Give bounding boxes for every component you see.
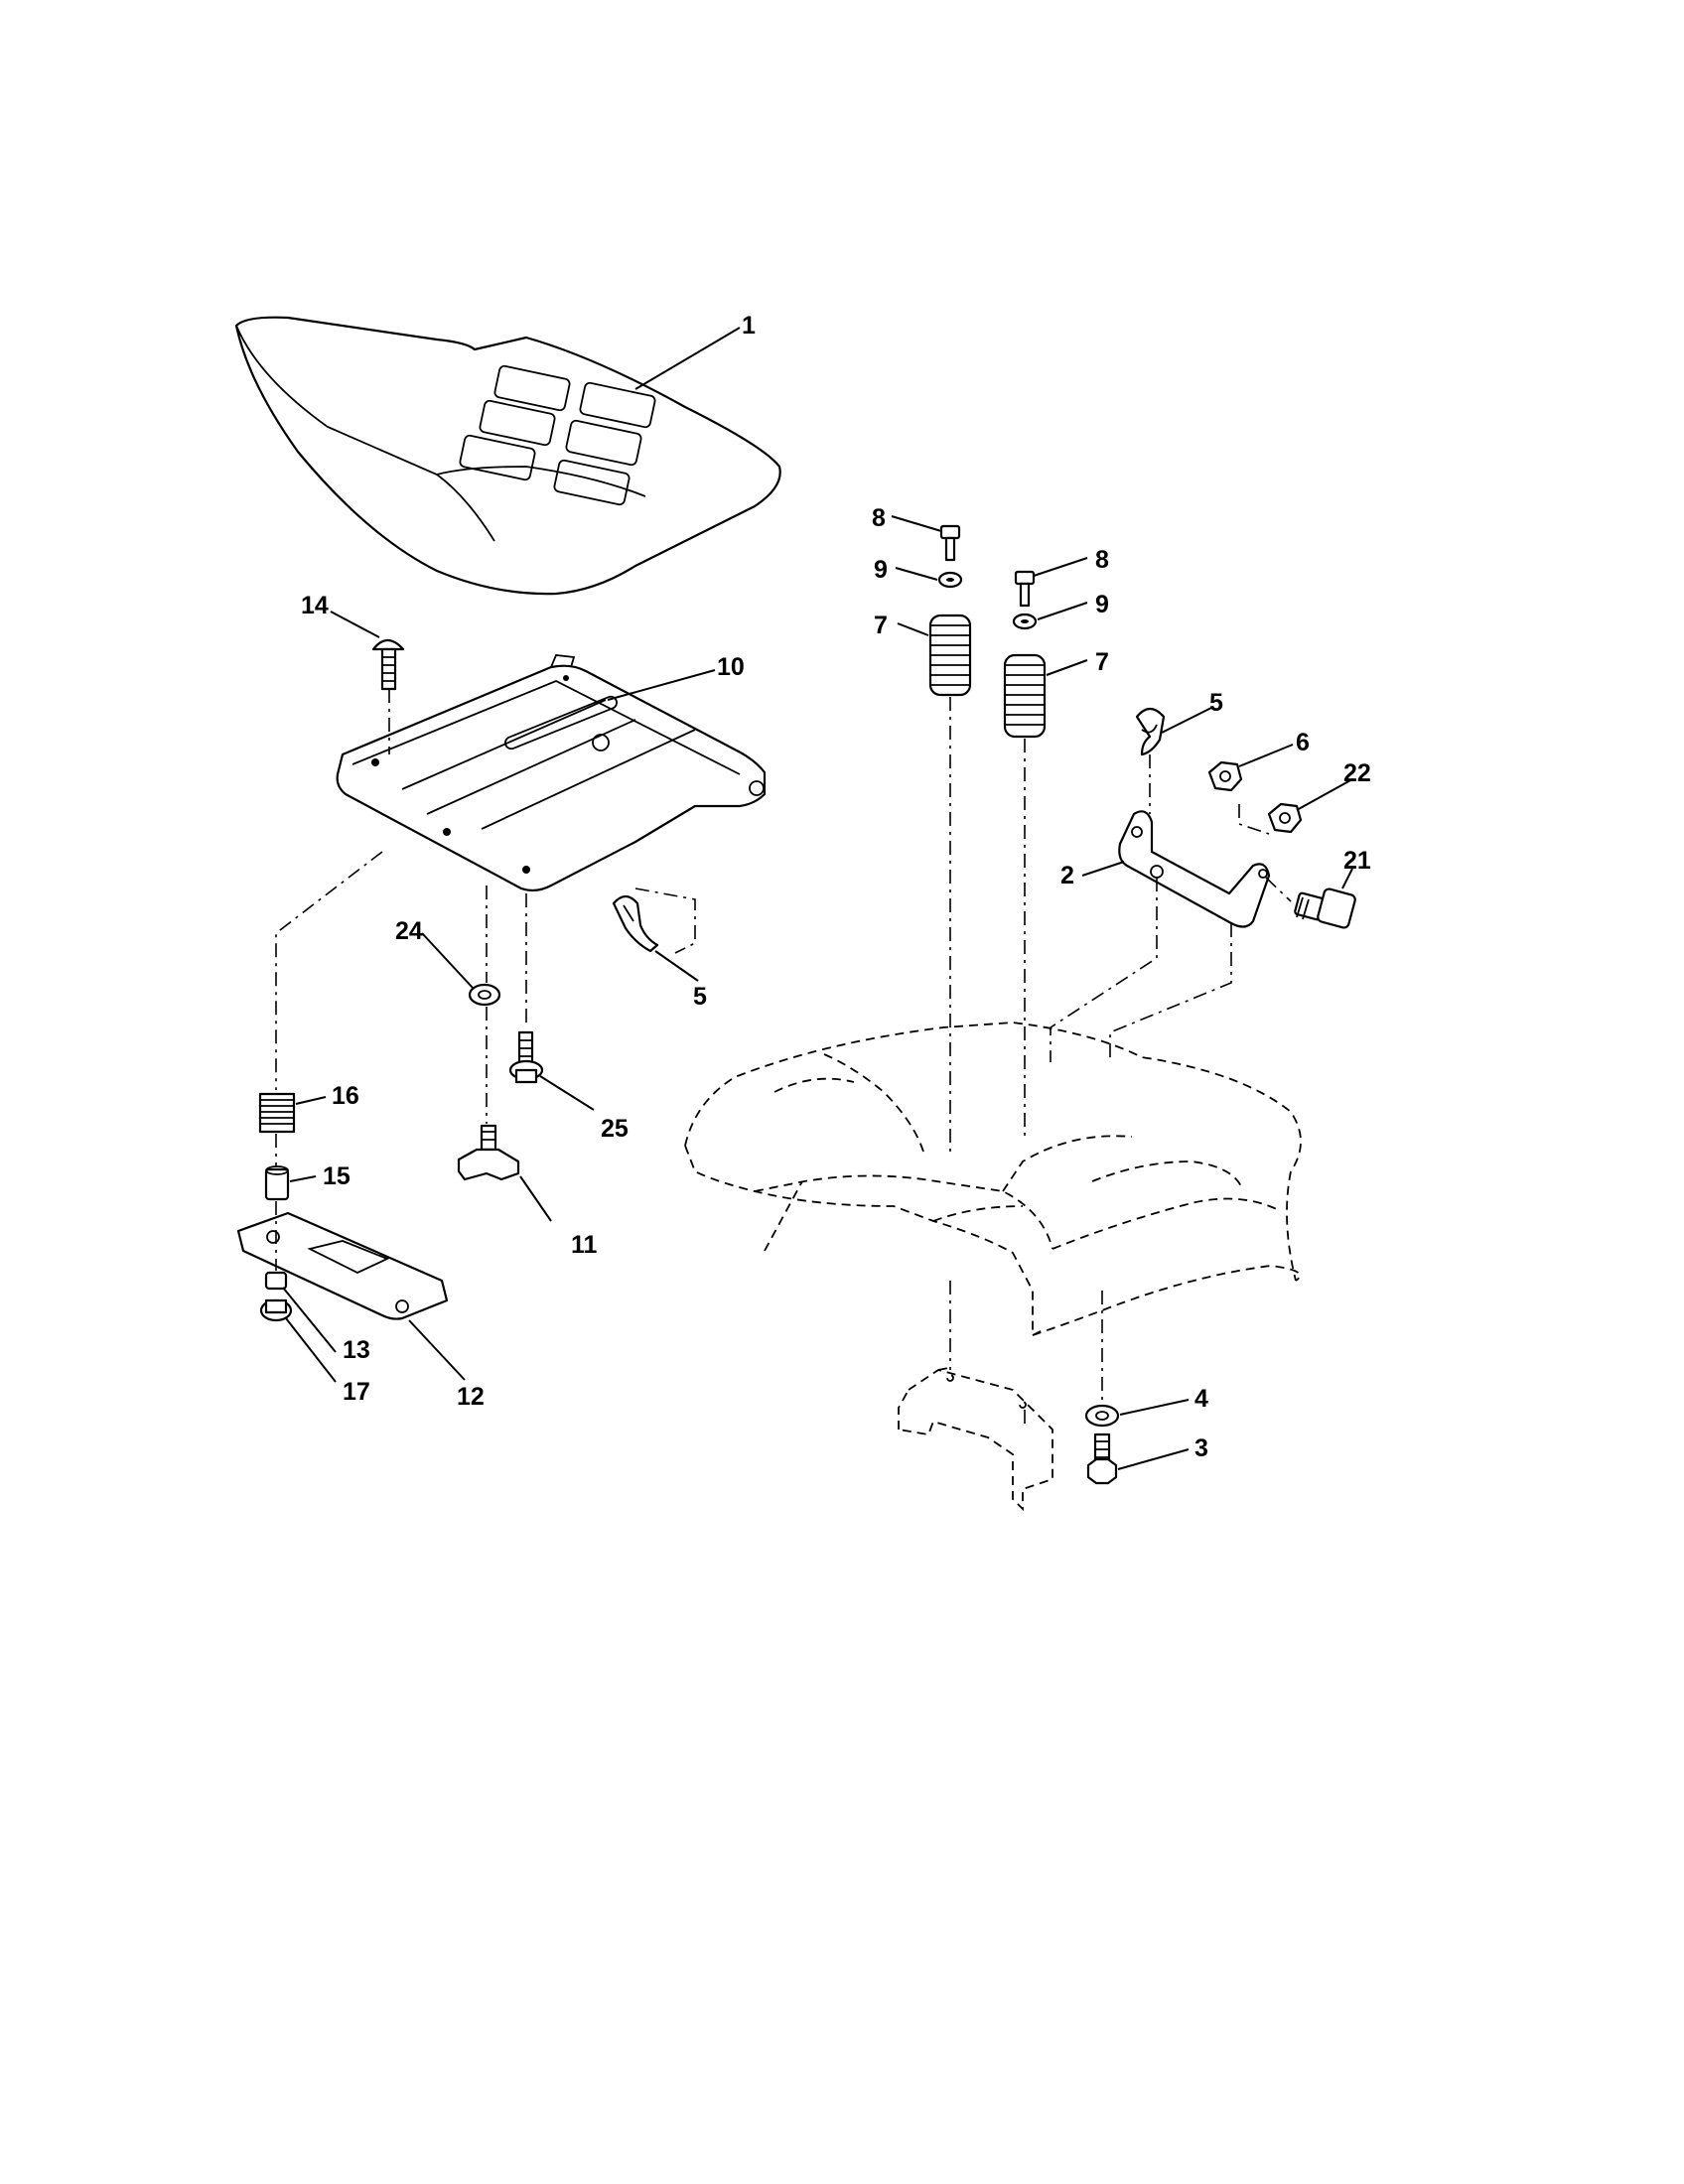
carriage-bolt bbox=[371, 638, 405, 691]
washer-9-right bbox=[1012, 613, 1038, 630]
adjuster-bracket bbox=[236, 1211, 449, 1320]
callout-22: 22 bbox=[1343, 759, 1371, 787]
callout-16: 16 bbox=[332, 1082, 359, 1110]
right-assembly-centerlines bbox=[949, 697, 1292, 1430]
seat-pan bbox=[336, 654, 767, 892]
callout-1: 1 bbox=[742, 312, 756, 340]
washer bbox=[468, 983, 501, 1007]
washer-9-left bbox=[937, 571, 963, 589]
washer-4 bbox=[1084, 1404, 1120, 1428]
callout-17: 17 bbox=[343, 1378, 370, 1406]
spacer bbox=[264, 1165, 290, 1201]
callout-labels: 1 14 10 5 24 25 16 15 11 13 17 12 8 8 9 … bbox=[301, 312, 1371, 1462]
callout-12: 12 bbox=[457, 1383, 485, 1411]
callout-8-right: 8 bbox=[1095, 546, 1109, 574]
spring-small bbox=[258, 1092, 296, 1134]
pivot-bracket bbox=[1118, 810, 1271, 928]
callout-2: 2 bbox=[1060, 862, 1074, 889]
bolt-8-left bbox=[939, 524, 961, 562]
callout-24: 24 bbox=[395, 917, 423, 945]
callout-5-left: 5 bbox=[693, 983, 707, 1011]
callout-8-left: 8 bbox=[872, 504, 886, 532]
nut-13 bbox=[264, 1271, 288, 1291]
fender-outline bbox=[684, 1022, 1302, 1336]
wire-clip-right bbox=[1135, 707, 1166, 756]
nut-17 bbox=[259, 1298, 293, 1322]
callout-14: 14 bbox=[301, 592, 329, 619]
spring-7-right bbox=[1003, 653, 1047, 739]
callout-10: 10 bbox=[717, 653, 745, 681]
callout-6: 6 bbox=[1296, 729, 1310, 756]
callout-15: 15 bbox=[323, 1162, 351, 1190]
leader-lines bbox=[282, 327, 1353, 1470]
wire-clip-left bbox=[612, 894, 659, 953]
wing-knob bbox=[457, 1124, 520, 1181]
callout-9-left: 9 bbox=[874, 556, 888, 584]
bolt-3 bbox=[1086, 1433, 1118, 1485]
seat bbox=[234, 316, 781, 596]
callout-13: 13 bbox=[343, 1336, 370, 1364]
callout-7-right: 7 bbox=[1095, 648, 1109, 676]
mount-plate-outline bbox=[898, 1367, 1053, 1512]
callout-4: 4 bbox=[1194, 1385, 1208, 1413]
callout-5-right: 5 bbox=[1209, 689, 1223, 717]
callout-7-left: 7 bbox=[874, 612, 888, 639]
left-assembly-centerlines bbox=[275, 689, 696, 1271]
callout-3: 3 bbox=[1194, 1434, 1208, 1462]
bolt-8-right bbox=[1014, 570, 1036, 608]
nut-6 bbox=[1207, 760, 1243, 792]
shoulder-bolt bbox=[508, 1030, 544, 1084]
callout-25: 25 bbox=[601, 1115, 629, 1143]
callout-9-right: 9 bbox=[1095, 591, 1109, 618]
nut-22 bbox=[1267, 802, 1303, 834]
callout-11: 11 bbox=[571, 1231, 598, 1259]
callout-21: 21 bbox=[1343, 847, 1371, 875]
spring-7-left bbox=[928, 614, 972, 697]
shoulder-bolt-21 bbox=[1294, 887, 1356, 929]
